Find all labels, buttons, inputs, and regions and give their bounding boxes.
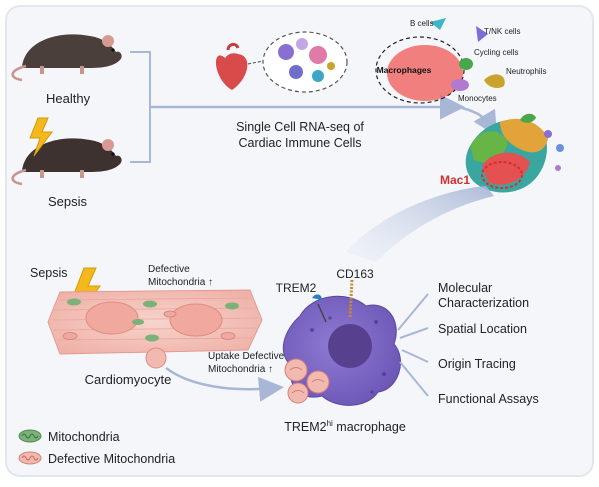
defective-mitochondria-legend-icon [18,451,42,465]
uptake-line1: Uptake Defective [208,351,285,362]
label-tnk-cells: T/NK cells [484,27,520,36]
mac1-label: Mac1 [440,173,470,187]
uptake-arrow [165,366,284,402]
study-molecular: Molecular [438,281,492,295]
cluster-tnk-cells [476,26,488,42]
zoom-cone [346,186,494,262]
label-macrophages: Macrophages [377,65,432,75]
mac1-highlight [481,161,523,189]
study-spatial-location: Spatial Location [438,322,527,336]
sepsis-label: Sepsis [48,194,88,209]
method-line2: Cardiac Immune Cells [239,136,362,150]
cardio-mitochondria [62,298,239,342]
mitochondria-legend-icon [18,429,42,443]
cd163-receptor-icon [348,279,354,319]
cardiomyocyte-cell [47,289,263,369]
cluster-neutrophils [484,74,505,88]
bottom-sepsis-label: Sepsis [30,266,68,280]
mitochondria-legend-label: Mitochondria [48,430,120,444]
defective-mitochondria-legend-label: Defective Mitochondria [48,452,175,466]
macrophage-label: TREM2hi macrophage [284,419,406,434]
umap-cluster-map [375,18,505,104]
legend: Mitochondria Defective Mitochondria [18,429,175,466]
cluster-macrophages [387,45,463,101]
cardiomyocyte-label: Cardiomyocyte [85,372,172,387]
heart-icon [215,42,248,90]
healthy-mouse-icon [11,34,122,82]
label-neutrophils: Neutrophils [506,67,546,76]
cluster-monocytes [451,79,469,91]
trem2-label: TREM2 [276,281,317,295]
flow-arrow-down [461,106,498,137]
sepsis-mouse-icon [11,138,122,186]
macrophages-highlight [375,36,465,104]
cluster-b-cells [430,18,446,30]
study-characterization: Characterization [438,296,529,310]
macrophage-nucleus [328,324,372,368]
immune-cells-icon [278,38,335,82]
label-b-cells: B cells [410,19,434,28]
uptake-line2: Mitochondria ↑ [208,364,273,375]
healthy-label: Healthy [46,91,91,106]
cluster-cycling-cells [459,58,473,70]
study-fan-lines [397,293,429,397]
label-cycling-cells: Cycling cells [474,48,518,57]
macrophage-subcluster-map [465,113,564,193]
cd163-label: CD163 [336,267,374,281]
study-origin-tracing: Origin Tracing [438,357,516,371]
label-monocytes: Monocytes [458,94,497,103]
defective-line1: Defective [148,264,190,275]
method-line1: Single Cell RNA-seq of [236,120,364,134]
trem2-macrophage-cell [282,295,402,406]
defective-line2: Mitochondria ↑ [148,277,213,288]
lightning-icon [29,117,53,157]
engulfed-defective-mitochondria [284,358,330,404]
study-functional-assays: Functional Assays [438,392,539,406]
trem2-receptor-icon [312,294,327,323]
